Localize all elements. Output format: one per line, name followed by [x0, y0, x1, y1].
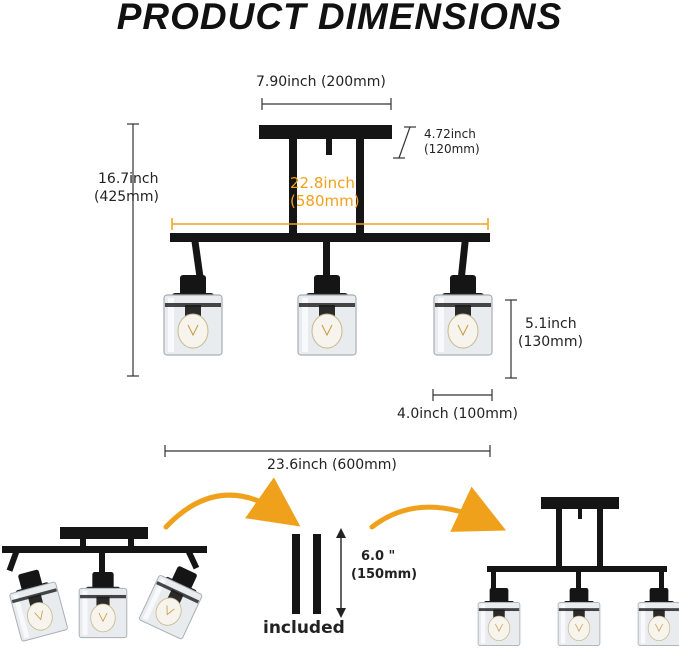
- canopy-depth-in-label: 4.72inch: [424, 127, 476, 141]
- lamp-right: [433, 274, 493, 356]
- canopy-width-label: 7.90inch (200mm): [256, 74, 386, 90]
- extended-fixture: [477, 497, 679, 647]
- lamp-left: [163, 274, 223, 356]
- bar-width-line: [171, 218, 489, 230]
- dimension-lines: [127, 98, 517, 457]
- canopy-plate: [259, 125, 392, 139]
- rotated-fixture: [2, 527, 211, 643]
- bar-width-in-label: 22.8inch: [290, 174, 355, 192]
- down-rod-right: [356, 139, 364, 234]
- main-fixture: [163, 125, 493, 356]
- canopy-depth-mm-label: (120mm): [424, 142, 480, 156]
- page-title: PRODUCT DIMENSIONS: [116, 0, 563, 37]
- shade-height-mm-label: (130mm): [518, 334, 583, 350]
- extension-rods: [292, 528, 346, 618]
- rod-length-label: 6.0 ": [361, 549, 396, 564]
- bar-width-mm-label: (580mm): [290, 192, 360, 210]
- arrow-left-icon: [163, 477, 301, 530]
- shade-width-label: 4.0inch (100mm): [397, 406, 518, 422]
- rod-length-mm-label: (150mm): [351, 567, 418, 582]
- total-width-label: 23.6inch (600mm): [267, 457, 397, 473]
- total-height-in-label: 16.7inch: [98, 171, 159, 187]
- track-bar: [170, 233, 490, 242]
- total-height-mm-label: (425mm): [94, 189, 159, 205]
- included-label: included: [263, 618, 345, 638]
- shade-height-in-label: 5.1inch: [525, 316, 577, 332]
- down-rod-left: [289, 139, 297, 234]
- arrow-right-icon: [369, 486, 507, 532]
- lamp-center: [297, 274, 357, 356]
